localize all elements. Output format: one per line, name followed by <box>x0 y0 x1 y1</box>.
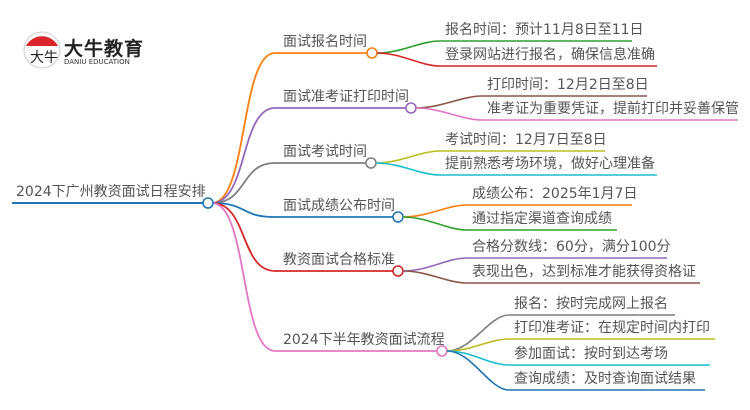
leaf-label: 成绩公布：2025年1月7日 <box>472 186 638 202</box>
branch-label: 教资面试合格标准 <box>283 252 395 268</box>
leaf-label: 准考证为重要凭证，提前打印并妥善保管 <box>487 101 739 117</box>
branch-label: 面试成绩公布时间 <box>283 198 395 214</box>
leaf-connector <box>415 95 647 109</box>
leaf-connector <box>375 150 605 164</box>
branch-node-circle <box>365 157 377 169</box>
leaf-connector <box>402 204 632 218</box>
leaf-connector <box>376 52 657 67</box>
leaf-label: 提前熟悉考场环境，做好心理准备 <box>445 156 655 172</box>
leaf-connector <box>446 314 675 352</box>
leaf-connector <box>402 270 700 284</box>
logo-title: 大牛教育 <box>64 38 145 60</box>
leaf-label: 考试时间：12月7日至8日 <box>445 132 607 148</box>
branch-connector <box>211 52 367 204</box>
leaf-connector <box>446 350 710 366</box>
branch-connector <box>211 202 393 218</box>
leaf-connector <box>375 162 657 176</box>
branch-label: 面试考试时间 <box>283 144 367 160</box>
branch-node-circle <box>366 47 378 59</box>
leaf-connector <box>402 216 617 231</box>
logo: 大牛 大牛教育 DANIU EDUCATION <box>22 28 172 78</box>
root-node-label: 2024下广州教资面试日程安排 <box>16 184 206 200</box>
leaf-label: 查询成绩：及时查询面试结果 <box>514 371 696 387</box>
branch-connector <box>211 202 437 352</box>
svg-text:大牛: 大牛 <box>30 50 58 66</box>
leaf-label: 报名：按时完成网上报名 <box>514 296 668 312</box>
branch-connector <box>211 107 406 204</box>
leaf-label: 表现出色，达到标准才能获得资格证 <box>472 264 696 280</box>
branch-label: 2024下半年教资面试流程 <box>283 332 445 348</box>
logo-subtitle: DANIU EDUCATION <box>64 58 130 66</box>
leaf-label: 打印时间：12月2日至8日 <box>487 77 649 93</box>
leaf-label: 登录网站进行报名，确保信息准确 <box>445 47 655 63</box>
logo-mark-icon: 大牛 <box>23 31 61 69</box>
branch-connector <box>211 162 366 204</box>
leaf-connector <box>376 40 632 54</box>
leaf-label: 报名时间：预计11月8日至11日 <box>445 22 644 38</box>
root-node-circle <box>202 197 214 209</box>
branch-connector <box>211 202 393 272</box>
leaf-label: 打印准考证：在规定时间内打印 <box>514 320 710 336</box>
leaf-connector <box>446 350 705 391</box>
branch-label: 面试准考证打印时间 <box>283 89 409 105</box>
leaf-connector <box>402 257 667 272</box>
branch-label: 面试报名时间 <box>283 34 367 50</box>
leaf-connector <box>446 338 715 352</box>
leaf-label: 通过指定渠道查询成绩 <box>472 211 612 227</box>
leaf-connector <box>415 107 738 121</box>
leaf-label: 合格分数线：60分，满分100分 <box>472 239 671 255</box>
leaf-label: 参加面试：按时到达考场 <box>514 346 668 362</box>
